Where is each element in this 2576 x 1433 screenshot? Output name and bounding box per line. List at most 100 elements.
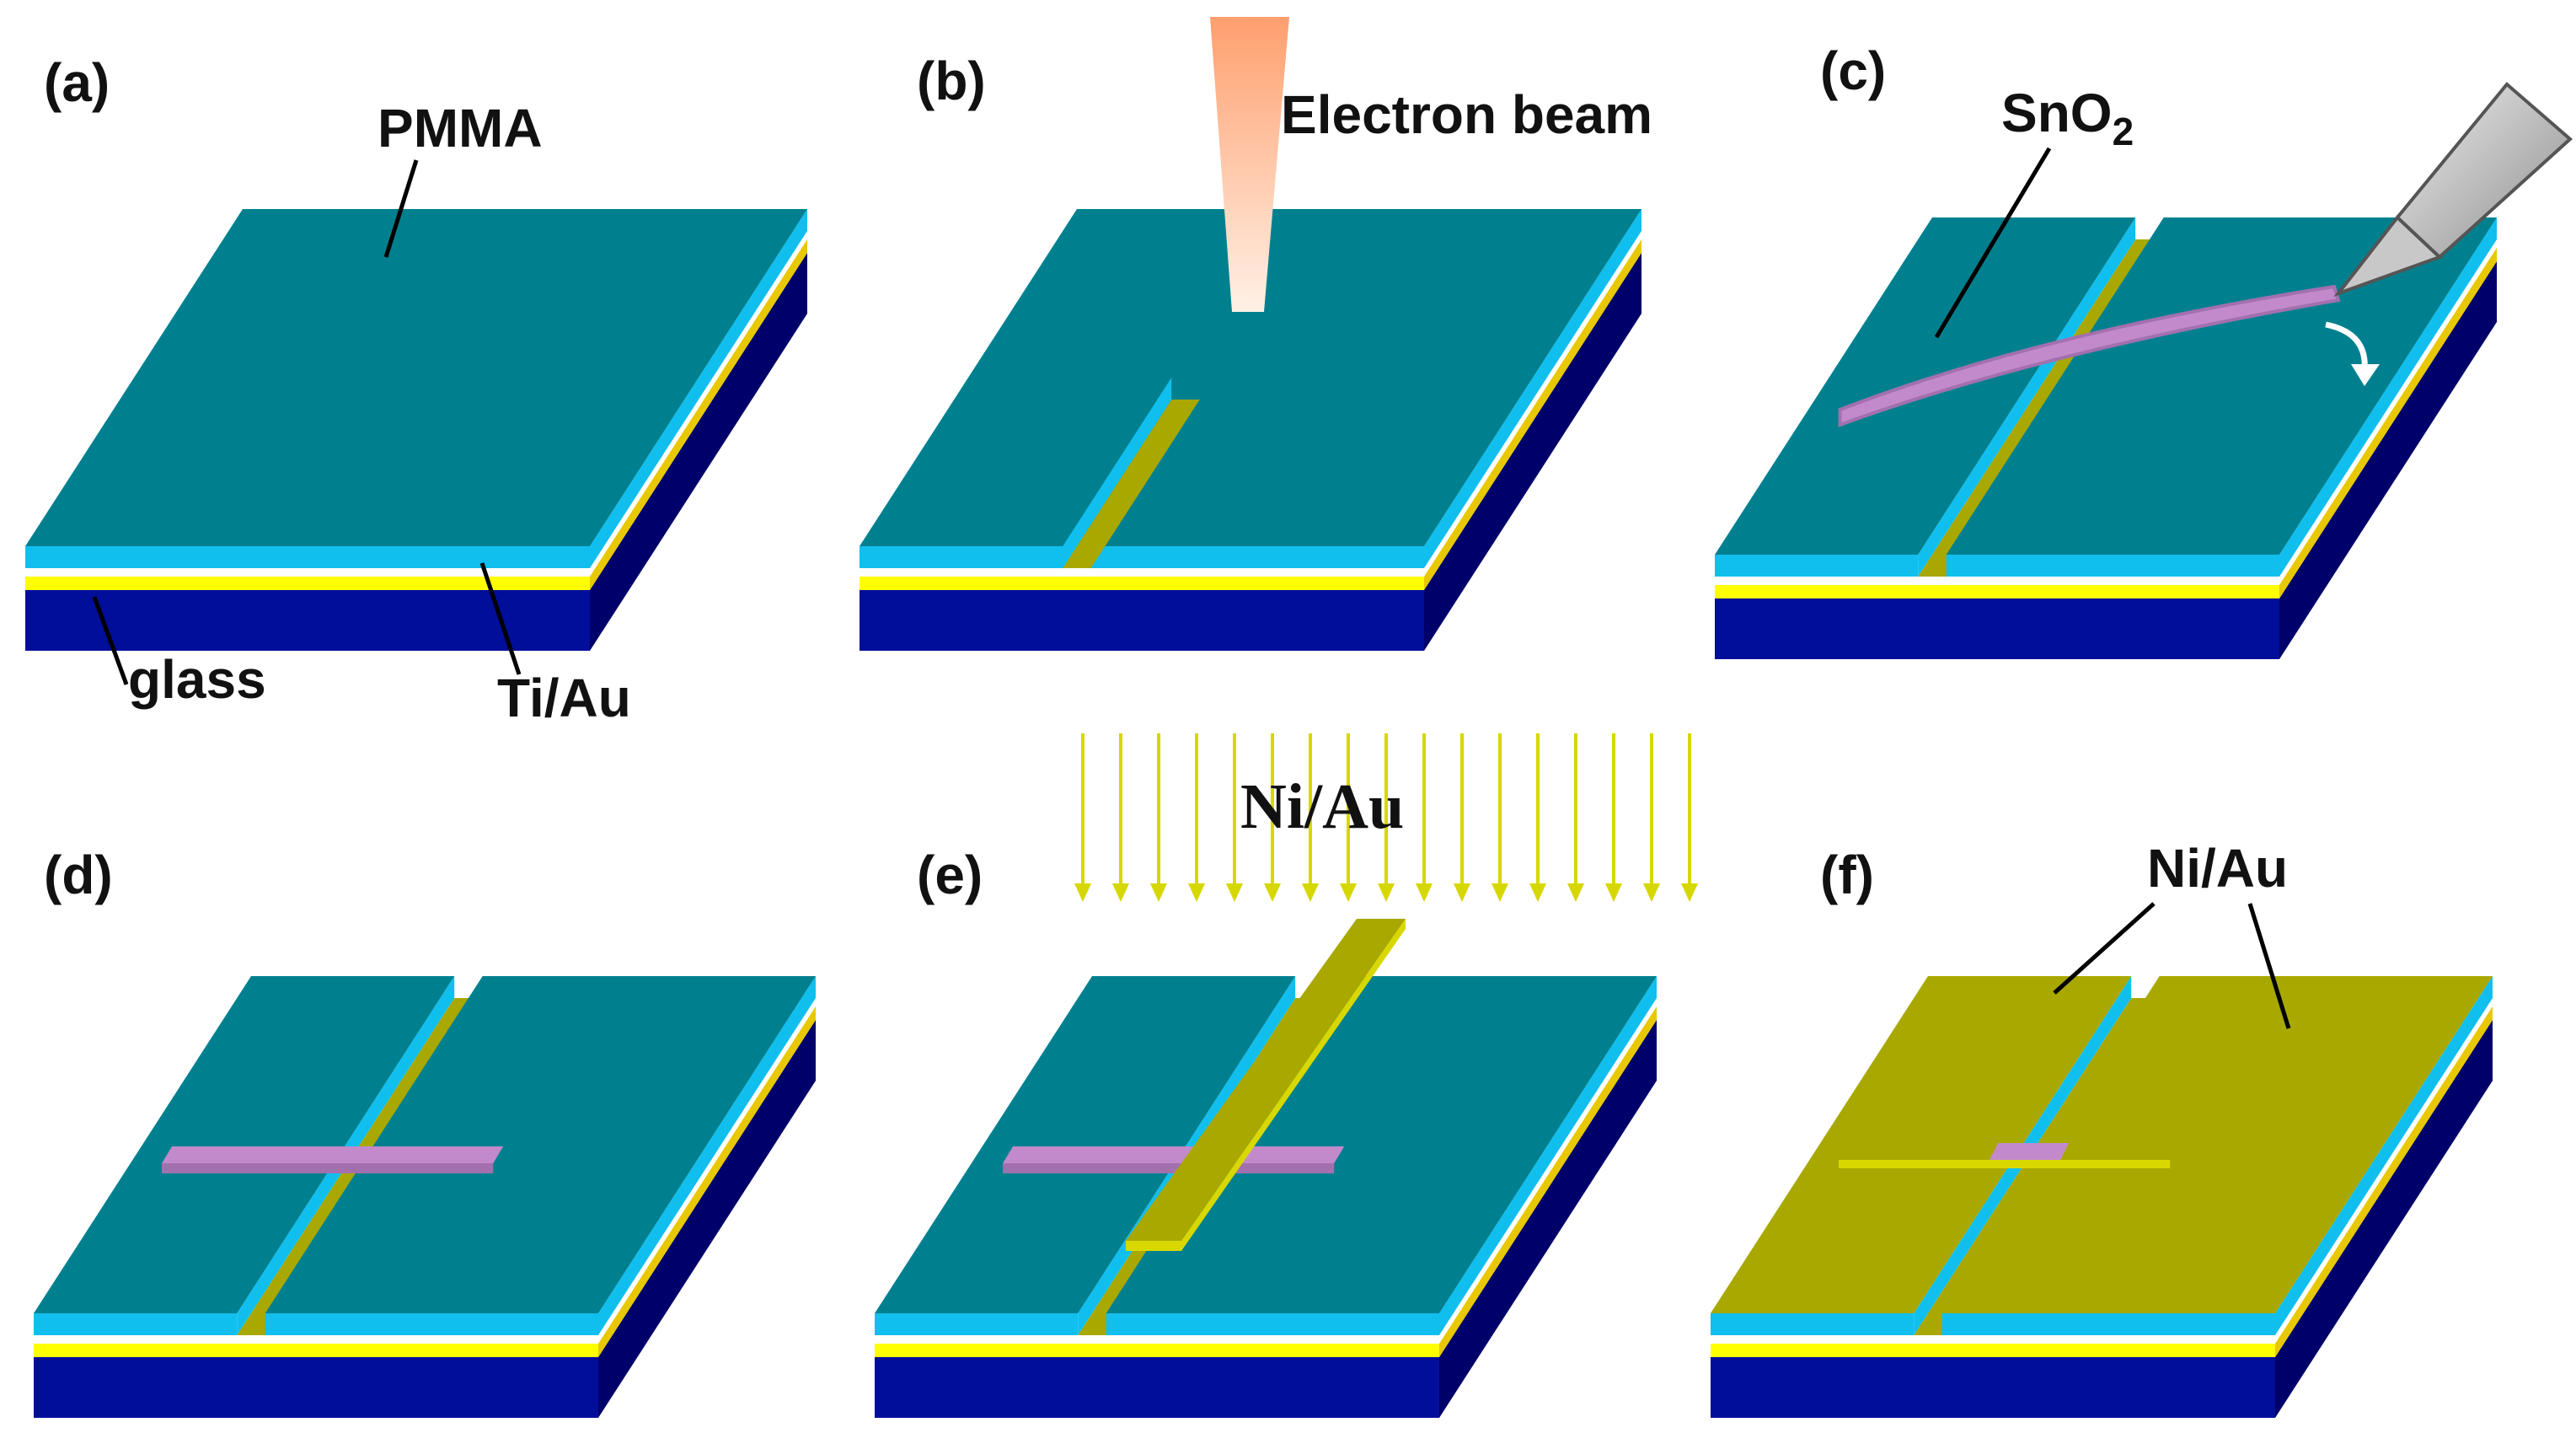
glass-front — [25, 590, 590, 651]
sno2-nanowire-bent — [1838, 284, 2341, 427]
pmma-front-0 — [875, 1313, 1079, 1335]
pmma-top-0 — [34, 976, 455, 1313]
deposition-arrow-head — [1226, 883, 1243, 902]
glass-front — [34, 1357, 598, 1418]
curved-arrow-icon — [2325, 321, 2380, 386]
sno2-nanowire-side — [162, 1163, 494, 1173]
pmma-leader — [383, 159, 419, 258]
sno2-nanowire-top — [1003, 1146, 1345, 1163]
tiau-front — [875, 1344, 1439, 1357]
tiau-front — [34, 1344, 598, 1357]
ni-au-deposition-label: Ni/Au — [1240, 771, 1404, 842]
down-arrows-icon — [1074, 733, 1698, 902]
pmma-front-0 — [1711, 1313, 1915, 1335]
glass-side — [2275, 1020, 2493, 1418]
deposition-arrow-head — [1529, 883, 1546, 902]
tiau-front — [25, 577, 590, 590]
pmma-right-0 — [1918, 217, 2136, 577]
deposition-arrow-head — [1492, 883, 1508, 902]
deposition-arrow-head — [1302, 883, 1319, 902]
deposition-arrow-head — [1605, 883, 1622, 902]
probe-tip — [2333, 215, 2443, 298]
deposition-arrow-head — [1188, 883, 1205, 902]
panel-b — [860, 209, 1641, 651]
pmma-top-1 — [1941, 976, 2493, 1313]
panel-letter-d: (d) — [44, 845, 113, 905]
electron-beam — [1210, 17, 1289, 312]
pmma-front-0 — [25, 546, 590, 568]
tiau-side — [1439, 1006, 1657, 1357]
ni-au-leader-left — [2053, 902, 2156, 995]
ni-au-leader-right — [2247, 903, 2291, 1029]
glass-label: glass — [128, 649, 266, 710]
deposition-arrow-head — [1074, 883, 1091, 902]
deposition-arrow-head — [1567, 883, 1584, 902]
probe-needle-icon — [2333, 82, 2573, 298]
glass-leader — [92, 596, 129, 685]
tiau-leader — [479, 562, 522, 675]
glass-front — [860, 590, 1424, 651]
curved-arrow-shaft — [2325, 321, 2368, 372]
pmma-front-1 — [265, 1313, 598, 1335]
panel-letter-a: (a) — [44, 52, 110, 113]
deposition-arrow-head — [1264, 883, 1281, 902]
ni-au-strip-side — [1181, 919, 1406, 1251]
pmma-right-1 — [598, 976, 816, 1335]
ni-au-strip-front — [1126, 1241, 1181, 1251]
sno2-nanowire-top — [162, 1146, 504, 1163]
pmma-top-1 — [265, 976, 816, 1313]
tiau-front — [860, 577, 1424, 590]
glass-side — [2279, 261, 2497, 659]
pmma-top-0 — [860, 209, 1641, 546]
tiau-side — [590, 239, 807, 590]
covered-nanowire-side — [1839, 1160, 2171, 1168]
panel-letter-f: (f) — [1820, 845, 1874, 905]
glass-side — [598, 1020, 816, 1418]
pmma-front-1 — [1106, 1313, 1439, 1335]
deposition-arrow-head — [1340, 883, 1357, 902]
pmma-right-1 — [2279, 217, 2497, 577]
glass-side — [1439, 1020, 1657, 1418]
pmma-top-1 — [1106, 976, 1657, 1313]
panel-a — [25, 209, 807, 651]
deposition-arrow-head — [1150, 883, 1167, 902]
tiau-side — [1424, 239, 1641, 590]
partial-channel — [1063, 400, 1200, 568]
panel-f — [1711, 976, 2493, 1418]
panel-c — [1715, 217, 2497, 659]
curved-arrow-head — [2351, 364, 2380, 386]
pmma-front-0 — [860, 546, 1424, 568]
panel-letter-c: (c) — [1820, 40, 1886, 101]
tiau-front — [1715, 585, 2279, 598]
pmma-front-1 — [1946, 555, 2279, 577]
glass-side — [1424, 253, 1641, 651]
pmma-top-0 — [875, 976, 1296, 1313]
pmma-right-1 — [1439, 976, 1657, 1335]
sno2-nanowire-side — [1003, 1163, 1335, 1173]
exposed-nanowire-gap — [1990, 1143, 2070, 1160]
pmma-front-0 — [34, 1313, 238, 1335]
sno2-label: SnO2 — [2001, 83, 2134, 153]
pmma-right-0 — [1424, 209, 1641, 568]
cut-wall — [1063, 378, 1172, 568]
deposition-arrow-head — [1454, 883, 1470, 902]
tiau-front — [1711, 1344, 2275, 1357]
sno2-leader — [1934, 147, 2052, 339]
pmma-label: PMMA — [378, 98, 543, 158]
pmma-top-1 — [1946, 217, 2497, 555]
pmma-front-0 — [1715, 555, 1919, 577]
electron-beam-label: Electron beam — [1281, 84, 1652, 145]
sno2-label-subscript: 2 — [2113, 110, 2134, 153]
glass-front — [1715, 598, 2279, 659]
panel-e — [875, 919, 1657, 1418]
deposition-arrow-head — [1378, 883, 1395, 902]
tiau-side — [2275, 1006, 2493, 1357]
pmma-right-1 — [2275, 976, 2493, 1335]
panel-letter-b: (b) — [917, 51, 986, 111]
deposition-arrow-head — [1112, 883, 1129, 902]
tiau-side — [598, 1006, 816, 1357]
panel-letter-e: (e) — [917, 845, 983, 905]
tiau-label: Ti/Au — [497, 668, 631, 728]
glass-side — [590, 253, 807, 651]
